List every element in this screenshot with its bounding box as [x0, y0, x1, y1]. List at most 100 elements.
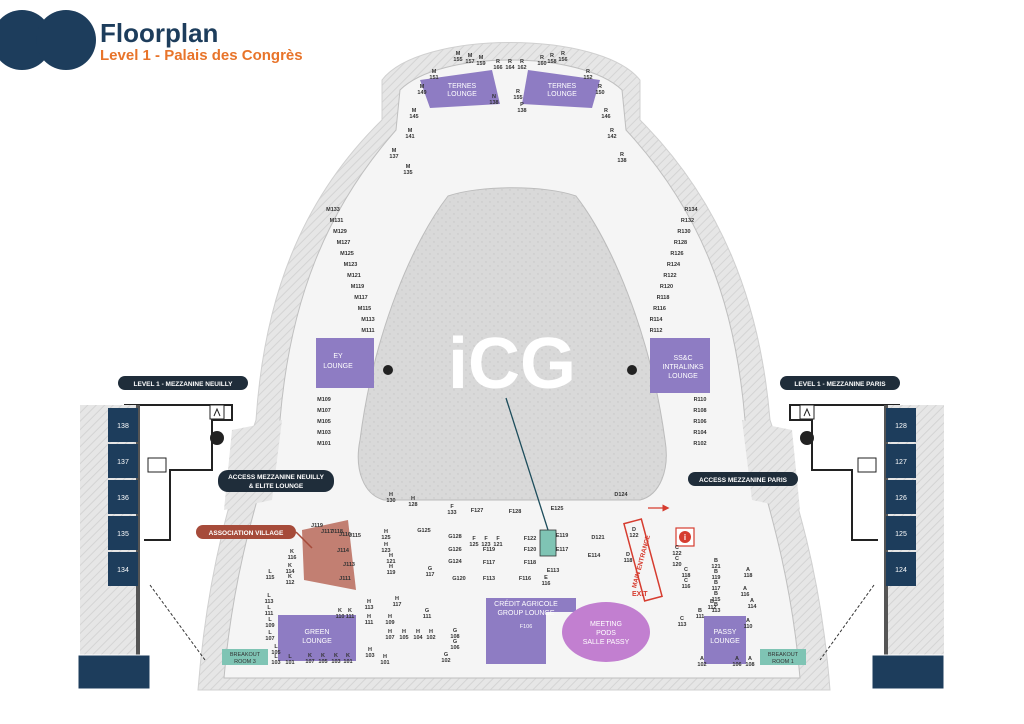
booth-m-top: 155: [453, 57, 462, 63]
booth-f-block: 125: [469, 542, 478, 548]
ternes-lounge-right: [522, 70, 600, 108]
svg-text:i: i: [684, 533, 686, 542]
booth-m-top: M: [392, 148, 397, 154]
mezz-paris-booth: [886, 408, 916, 442]
booth-center-row: E125: [551, 506, 564, 512]
meeting-pods: [562, 602, 650, 662]
booth-k-block: 110: [336, 614, 345, 620]
mezz-paris-tag-label: LEVEL 1 - MEZZANINE PARIS: [794, 381, 886, 388]
booth-top-row: R: [508, 59, 512, 65]
booth-g-block: 106: [450, 645, 459, 651]
booth-l-block: 113: [265, 599, 274, 605]
booth-r-top: 160: [537, 61, 546, 67]
association-connector: [295, 531, 313, 549]
booth-l-block: L: [268, 569, 272, 575]
access-neuilly-label-2: & ELITE LOUNGE: [249, 483, 304, 490]
booth-m-top: 159: [476, 61, 485, 67]
booth-j-block: J115: [349, 533, 361, 539]
booth-f-block: F113: [483, 576, 495, 582]
venue-logo: iCG: [448, 324, 576, 404]
booth-f-block: F: [484, 536, 488, 542]
booth-g-block: 117: [426, 572, 435, 578]
booth-c-block: C: [675, 545, 679, 551]
mezz-paris-booth: [886, 516, 916, 550]
booth-top-row: 155: [513, 95, 522, 101]
booth-r-top: 142: [607, 134, 616, 140]
booth-h-block: 102: [426, 635, 435, 641]
booth-f-block: F119: [483, 547, 495, 553]
booth-k-block: K: [290, 549, 294, 555]
booth-k-block: K: [348, 608, 352, 614]
booth-labels: M155M157M159M151M149M145M141M137M135R160…: [265, 51, 758, 668]
booth-r-top: 158: [547, 59, 556, 65]
breakout-3-label-2: ROOM 3: [234, 659, 256, 665]
booth-r-top: R: [561, 51, 565, 57]
booth-c-block: A: [743, 586, 747, 592]
restroom-icon-3: [800, 431, 814, 445]
booth-h-block: H: [384, 529, 388, 535]
booth-g-block: 111: [423, 614, 432, 620]
booth-g-block: G: [453, 639, 457, 645]
booth-center-row: H: [411, 496, 415, 502]
booth-m-top: M: [456, 51, 461, 57]
restroom-icon-5: [383, 365, 393, 375]
booth-r-right: R120: [660, 284, 673, 290]
ssc-lounge-label: SS&C: [673, 355, 692, 362]
booth-m-left: M113: [361, 317, 374, 323]
booth-m-top: M: [406, 164, 411, 170]
booth-l-block: 105: [271, 650, 280, 656]
booth-top-row: 162: [517, 65, 526, 71]
passy-lounge: [704, 616, 746, 664]
booth-m-left: M111: [361, 328, 374, 334]
booth-center-row: H: [389, 492, 393, 498]
booth-c-block: A: [746, 567, 750, 573]
booth-h-block: 105: [399, 635, 408, 641]
booth-f-block: 123: [481, 542, 490, 548]
booth-g-block: G128: [448, 534, 461, 540]
booth-c-block: 112: [708, 605, 717, 611]
mezz-neuilly-bottom: [77, 654, 151, 690]
booth-r-right: R104: [693, 430, 707, 436]
booth-h-block: 111: [365, 620, 374, 626]
green-lounge-label-2: LOUNGE: [302, 638, 332, 645]
booth-m-top: 151: [429, 75, 438, 81]
booth-c-block: 116: [682, 584, 691, 590]
booth-h-block: H: [389, 553, 393, 559]
booth-c-block: B: [714, 558, 718, 564]
ey-lounge-label-2: LOUNGE: [323, 363, 353, 370]
mezz-neuilly-booth: [108, 408, 138, 442]
booth-center-row: F: [450, 504, 454, 510]
booth-c-block: A: [746, 618, 750, 624]
booth-m-left: M131: [330, 218, 344, 224]
booth-g-block: G: [425, 608, 429, 614]
booth-h-block: H: [383, 654, 387, 660]
mezz-neuilly-booth-label: 135: [117, 531, 129, 538]
booth-h-block: H: [429, 629, 433, 635]
booth-r-top: R: [620, 152, 624, 158]
booth-k-block: K: [338, 608, 342, 614]
credit-lounge-label-2: GROUP LOUNGE: [497, 610, 554, 617]
meeting-pods-label-2: PODS: [596, 630, 616, 637]
booth-center-row: D124: [614, 492, 628, 498]
booth-j-block: J119: [311, 523, 323, 529]
booth-r-right: R102: [693, 441, 706, 447]
mezz-paris-divider: [819, 584, 875, 661]
booth-c-block: 106: [732, 662, 741, 668]
booth-h-block: 119: [387, 570, 396, 576]
main-entrance: [623, 518, 663, 602]
booth-c-block: C: [684, 567, 688, 573]
booth-k-block: 112: [286, 580, 295, 586]
booth-k-block: K: [308, 653, 312, 659]
booth-c-block: 119: [712, 575, 721, 581]
meeting-pods-label-3: SALLE PASSY: [583, 639, 630, 646]
breakout-room-3: [222, 649, 268, 665]
booth-c-block: B: [698, 608, 702, 614]
booth-top-row: N: [492, 94, 496, 100]
pointer-line: [505, 397, 549, 531]
mezz-neuilly-booth-label: 137: [117, 459, 129, 466]
mezz-paris-booth-list: 128127126125124121122123: [878, 408, 934, 677]
booth-l-block: L: [288, 654, 292, 660]
booth-m-top: 141: [405, 134, 414, 140]
ey-lounge-label: EY: [333, 353, 343, 360]
